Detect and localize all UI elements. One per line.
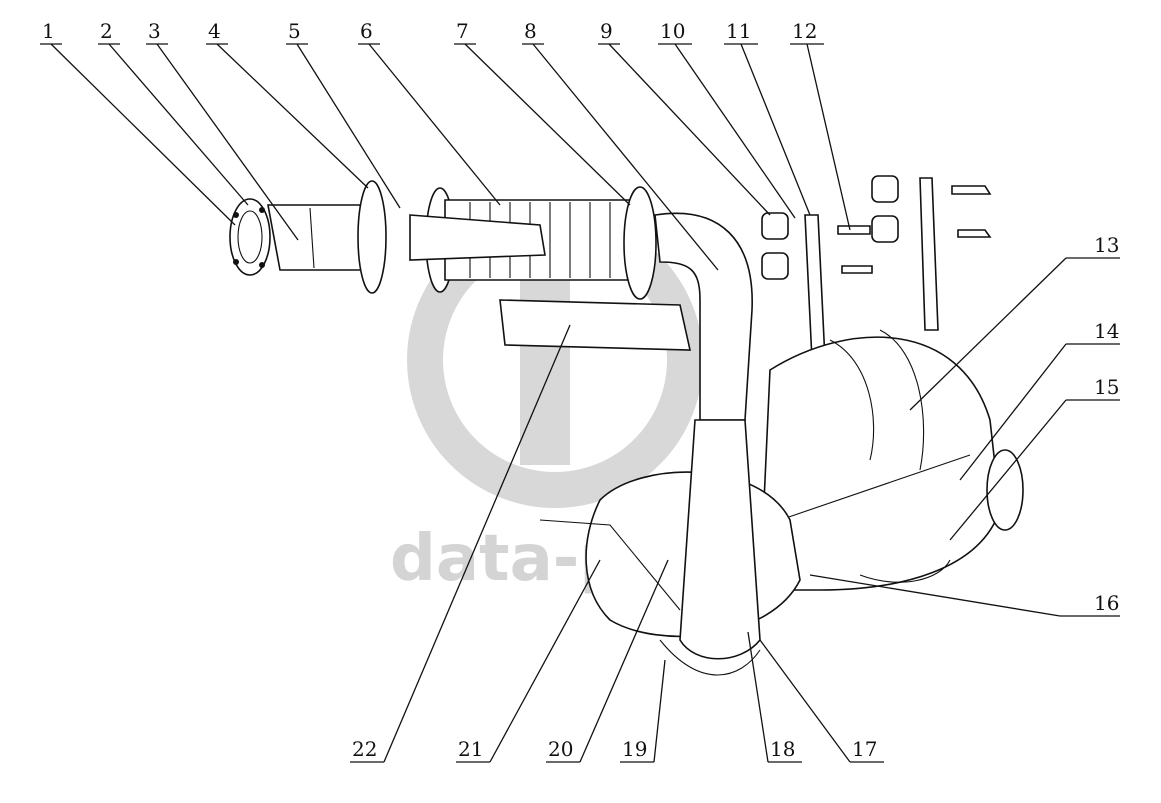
- sleeve: [267, 204, 371, 271]
- callout-4: 4: [206, 19, 369, 189]
- callout-6: 6: [358, 19, 501, 206]
- svg-text:20: 20: [548, 737, 573, 761]
- svg-text:18: 18: [770, 737, 795, 761]
- bellows: [409, 186, 657, 300]
- svg-text:22: 22: [352, 737, 377, 761]
- callout-21: 21: [456, 559, 601, 763]
- callout-18: 18: [747, 631, 802, 763]
- svg-text:4: 4: [208, 19, 221, 43]
- bracket: [499, 299, 692, 351]
- callout-17: 17: [759, 639, 884, 763]
- inlet-flange: [229, 198, 271, 276]
- callout-11: 11: [724, 19, 811, 216]
- rubber-mounts: [761, 175, 992, 280]
- svg-text:19: 19: [622, 737, 647, 761]
- callout-8: 8: [522, 19, 719, 271]
- callout-20: 20: [546, 559, 669, 763]
- svg-text:9: 9: [600, 19, 613, 43]
- svg-text:2: 2: [100, 19, 113, 43]
- callout-7: 7: [454, 19, 631, 206]
- flange-plate: [357, 180, 387, 294]
- svg-text:5: 5: [288, 19, 301, 43]
- svg-text:14: 14: [1094, 319, 1119, 343]
- elbow-pipe: [654, 212, 753, 421]
- svg-text:15: 15: [1094, 375, 1119, 399]
- strap: [804, 214, 826, 361]
- svg-text:7: 7: [456, 19, 469, 43]
- parts-drawing: [229, 175, 1024, 676]
- callout-5: 5: [286, 19, 401, 209]
- svg-text:12: 12: [792, 19, 817, 43]
- callout-19: 19: [620, 659, 666, 763]
- down-pipe: [679, 419, 761, 660]
- callout-10: 10: [658, 19, 796, 219]
- callout-16: 16: [809, 574, 1120, 617]
- callouts: 1 2 3 4 5 6 7: [40, 19, 1120, 763]
- callout-2: 2: [98, 19, 249, 206]
- callout-15: 15: [949, 375, 1120, 541]
- svg-text:3: 3: [148, 19, 161, 43]
- callout-13: 13: [909, 233, 1120, 411]
- svg-text:11: 11: [726, 19, 751, 43]
- callout-3: 3: [146, 19, 299, 241]
- svg-text:13: 13: [1094, 233, 1119, 257]
- callout-22: 22: [350, 324, 571, 763]
- callout-9: 9: [598, 19, 771, 216]
- svg-text:16: 16: [1094, 591, 1119, 615]
- svg-text:6: 6: [360, 19, 373, 43]
- svg-text:17: 17: [852, 737, 877, 761]
- svg-text:10: 10: [660, 19, 685, 43]
- callout-12: 12: [790, 19, 851, 231]
- callout-1: 1: [40, 19, 236, 226]
- svg-text:1: 1: [42, 19, 55, 43]
- svg-text:21: 21: [458, 737, 483, 761]
- callout-14: 14: [959, 319, 1120, 481]
- svg-text:8: 8: [524, 19, 537, 43]
